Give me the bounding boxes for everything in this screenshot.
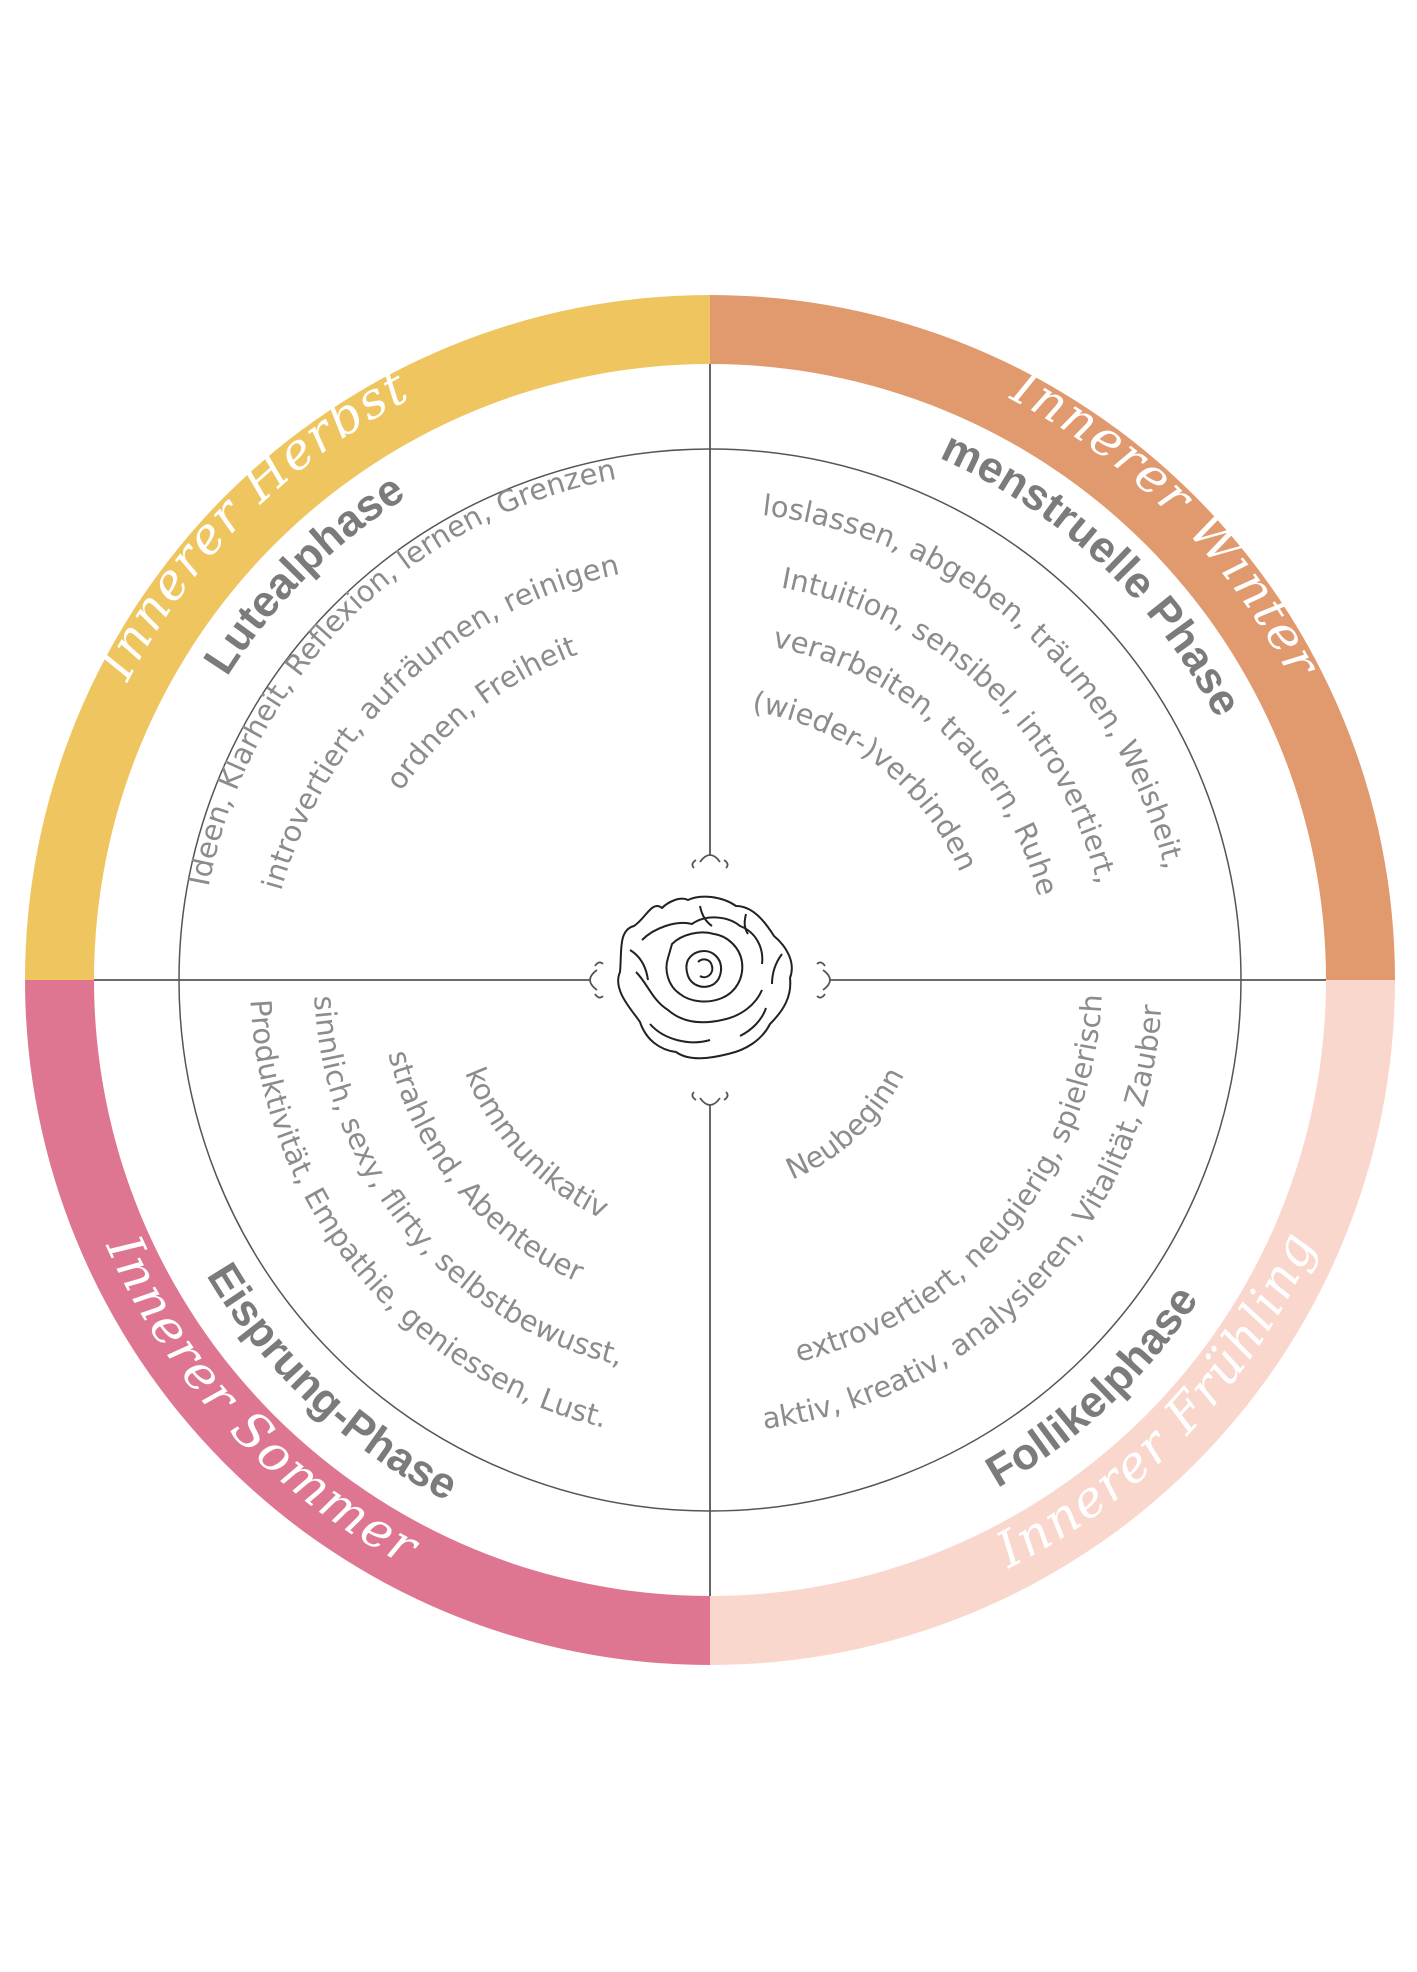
bottom-line-ornament <box>691 1091 729 1106</box>
rose-icon <box>617 895 793 1060</box>
top-line-ornament <box>691 854 729 869</box>
winter-ring-segment <box>710 295 1395 980</box>
spring-description-line: extrovertiert, neugierig, spielerisch <box>791 993 1108 1369</box>
autumn-ring-segment <box>25 295 710 980</box>
right-line-ornament <box>816 961 831 999</box>
spring-description-line: Neubeginn <box>781 1062 911 1187</box>
left-line-ornament <box>589 961 604 999</box>
winter-description-line: verarbeiten, trauern, Ruhe <box>771 620 1065 899</box>
quadrant-divider-lines <box>94 364 1326 1596</box>
spring-ring-segment <box>710 980 1395 1665</box>
summer-ring-segment <box>25 980 710 1665</box>
